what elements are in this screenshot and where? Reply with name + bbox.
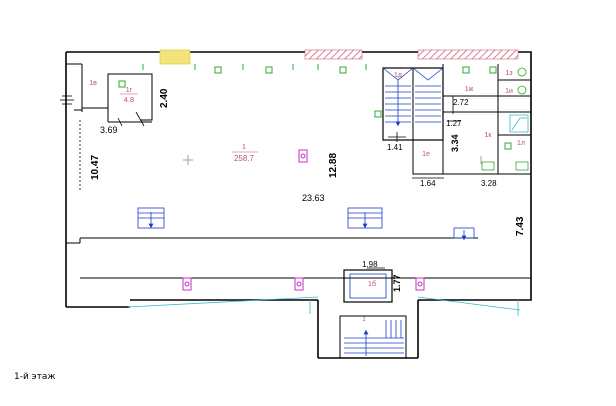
room-1zh-label: 1ж xyxy=(465,86,474,93)
hatched-wall-1 xyxy=(304,49,363,60)
dim-3-69: 3.69 xyxy=(100,125,118,135)
room-1v-label: 1в xyxy=(89,80,97,87)
dim-1-98: 1.98 xyxy=(362,260,378,269)
green-ticks xyxy=(142,64,367,70)
room-1z-label: 1з xyxy=(505,70,512,77)
hatched-wall-2 xyxy=(417,49,519,60)
ramps xyxy=(137,207,475,241)
magenta-markers xyxy=(182,149,425,291)
dim-2-40: 2.40 xyxy=(159,88,170,108)
dimension-ticks xyxy=(367,96,460,269)
cyan-boundary xyxy=(127,296,521,316)
dim-1-77: 1.77 xyxy=(392,274,402,292)
room-1-label: 1 xyxy=(242,144,246,151)
room-1d-label: 1д xyxy=(394,72,402,79)
entrance-staircase xyxy=(344,320,404,356)
dim-1-41: 1.41 xyxy=(387,143,403,152)
lift-stair xyxy=(349,273,387,299)
dim-12-88: 12.88 xyxy=(328,153,339,178)
dim-1-64: 1.64 xyxy=(420,179,436,188)
left-wall-ticks xyxy=(60,95,145,190)
dim-10-47: 10.47 xyxy=(90,155,101,180)
outer-walls xyxy=(65,51,532,359)
dim-2-72: 2.72 xyxy=(453,98,469,107)
dim-3-34: 3.34 xyxy=(450,134,460,152)
room-1k-label: 1к xyxy=(485,132,493,139)
dim-1-27: 1.27 xyxy=(446,119,462,128)
green-markers xyxy=(118,66,512,150)
room-1-area: 258.7 xyxy=(234,154,255,163)
dim-3-28: 3.28 xyxy=(481,179,497,188)
room-1l-label: 1л xyxy=(517,140,525,147)
main-staircase xyxy=(382,67,444,127)
room-1i-label: 1и xyxy=(505,88,513,95)
room-1b-label: 1б xyxy=(368,280,376,288)
interior-walls xyxy=(66,63,531,359)
room-1g-area: 4.8 xyxy=(124,95,134,104)
dim-23-63: 23.63 xyxy=(302,193,325,203)
room-entrance-label: 1 xyxy=(362,317,366,323)
room-1g-label: 1г xyxy=(126,87,133,94)
floor-caption: 1-й этаж xyxy=(14,372,56,382)
dim-7-43: 7.43 xyxy=(515,216,526,236)
grey-ticks xyxy=(183,155,482,165)
sanitary-fixtures xyxy=(481,67,529,171)
room-1e-label: 1е xyxy=(422,151,430,158)
vent-shaft xyxy=(159,49,191,65)
